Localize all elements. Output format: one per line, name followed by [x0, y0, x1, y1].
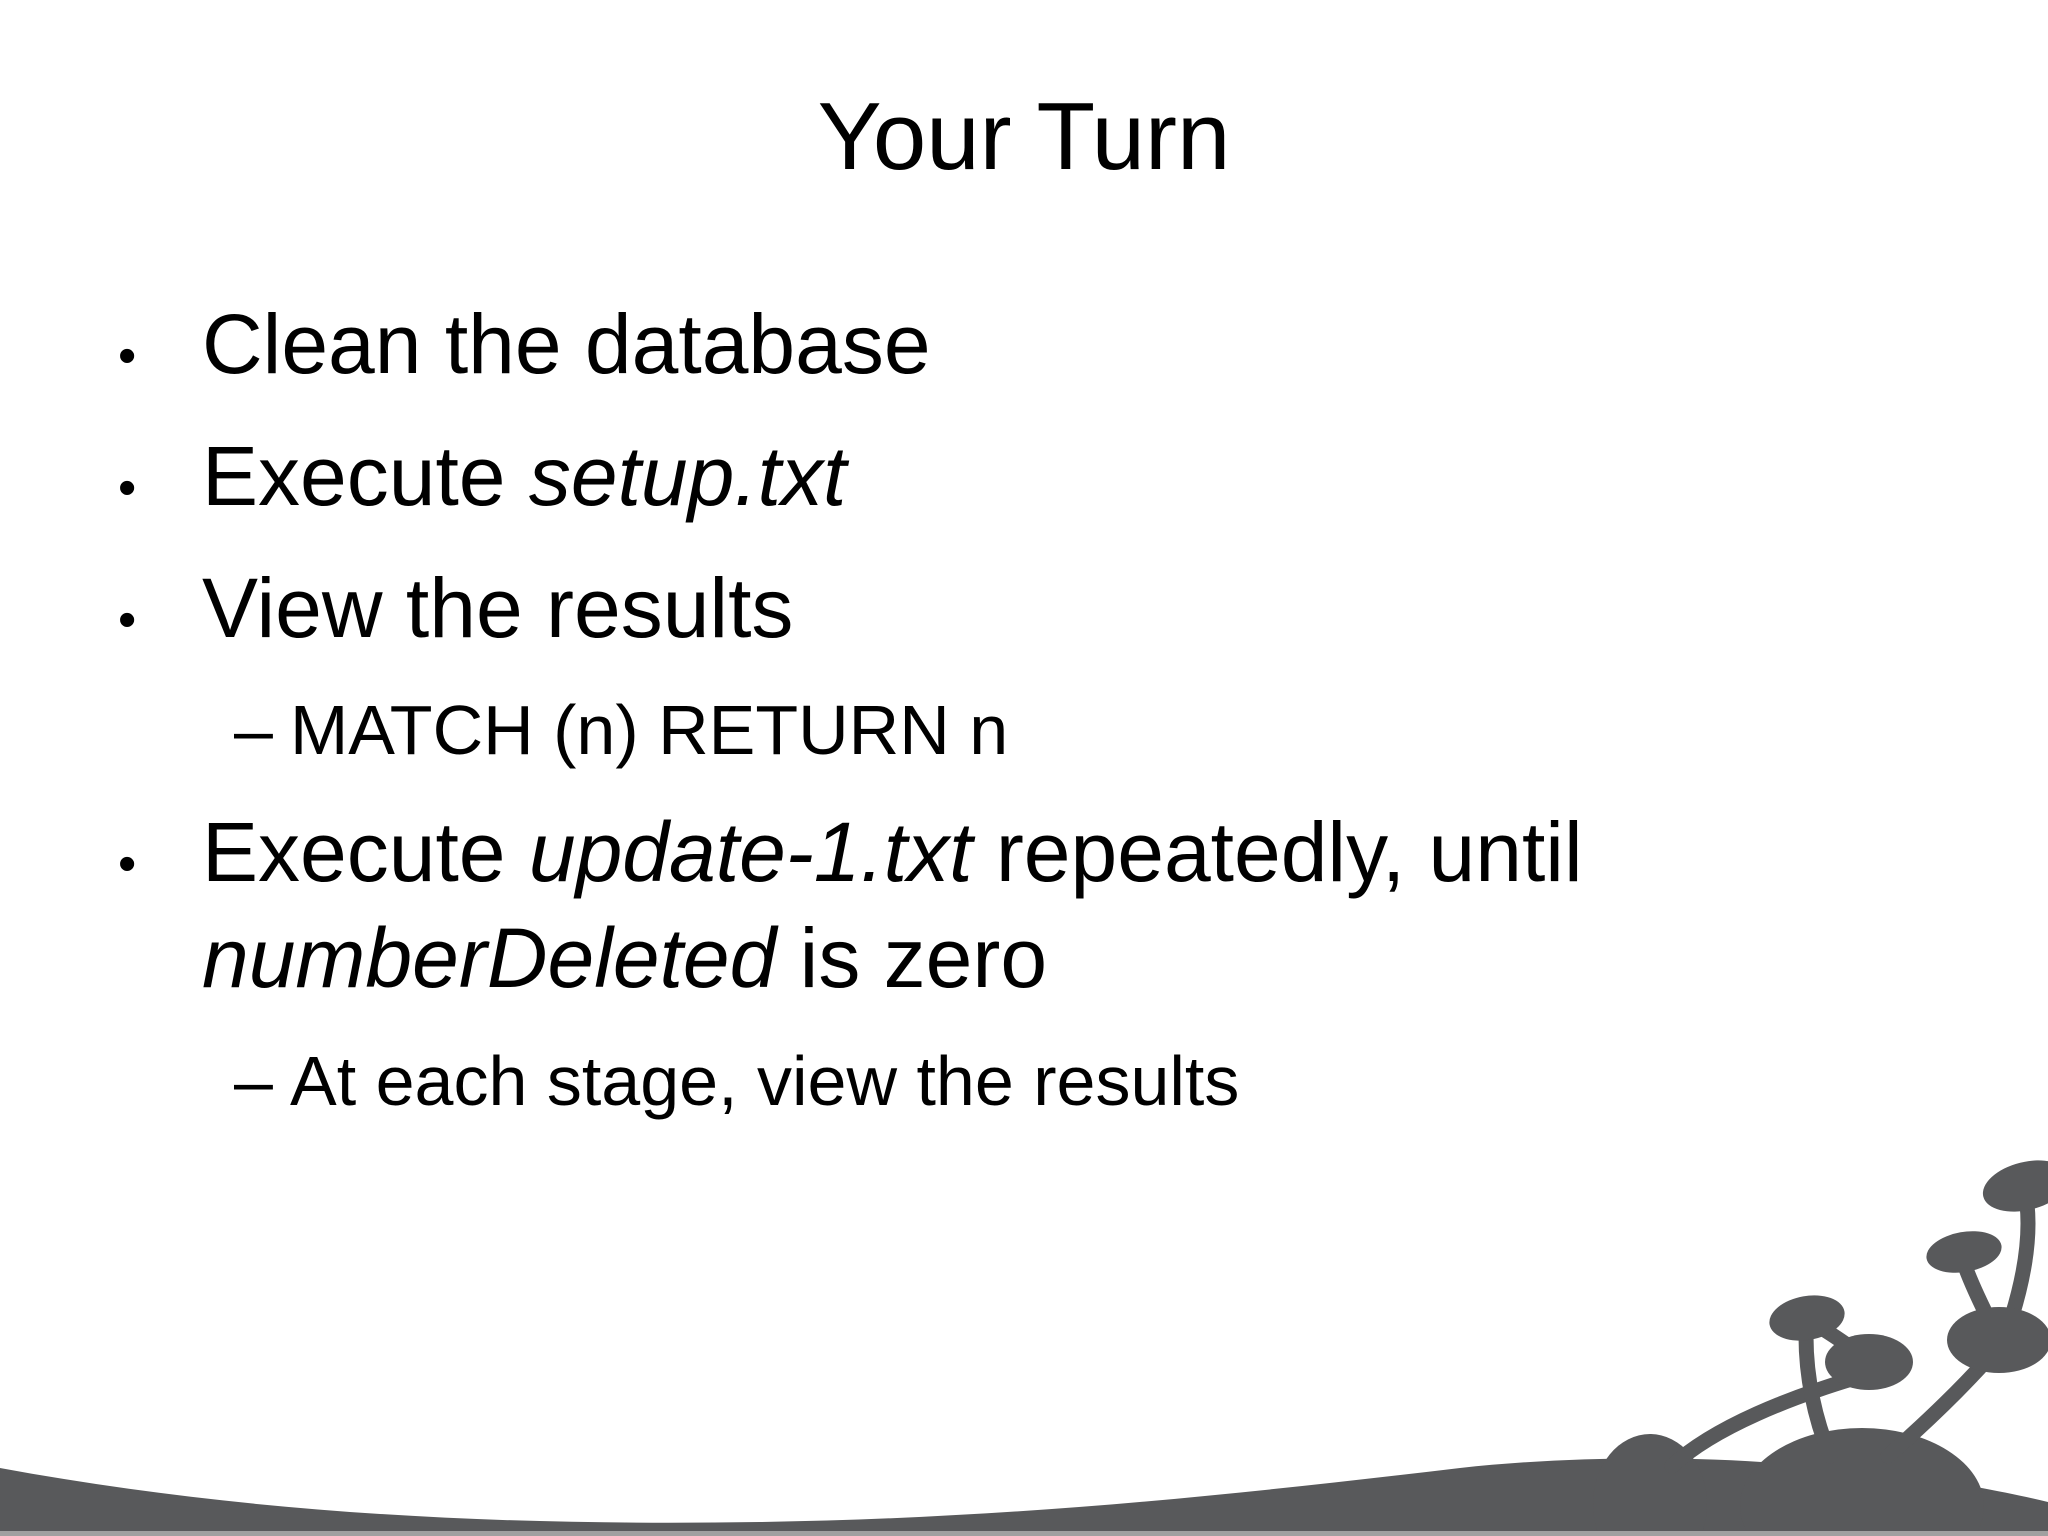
graph-mound: [1740, 1428, 1984, 1536]
italic-text-segment: update-1.txt: [528, 805, 973, 900]
graph-edge: [1664, 1370, 1863, 1474]
bullet-text: Execute setup.txt: [202, 424, 846, 530]
bullet-item: • Execute update-1.txt repeatedly, until n…: [118, 800, 1818, 1012]
bullet-text: Execute update-1.txt repeatedly, until nu…: [202, 800, 1583, 1012]
bullet-list: • Clean the database • Execute setup.txt • Vi…: [118, 292, 1818, 1151]
bullet-text: View the results: [202, 556, 793, 662]
italic-text-segment: numberDeleted: [202, 911, 777, 1006]
text-segment: MATCH (n) RETURN n: [290, 691, 1009, 770]
bullet-text: Clean the database: [202, 292, 931, 398]
text-segment: repeatedly, until: [972, 805, 1583, 900]
text-segment: Execute: [202, 805, 529, 900]
bullet-item: • Execute setup.txt: [118, 424, 1818, 530]
graph-edge: [2004, 1196, 2036, 1324]
footer-decoration: [0, 1160, 2048, 1536]
text-segment: is zero: [776, 911, 1048, 1006]
bullet-item: • Clean the database: [118, 292, 1818, 398]
text-segment: Execute: [202, 428, 529, 523]
graph-edge: [1798, 1328, 1838, 1464]
bullet-marker: •: [118, 590, 137, 649]
graph-node: [1825, 1334, 1913, 1390]
graph-network-decoration: [1593, 1160, 2048, 1536]
footer-bottom-strip: [0, 1531, 2048, 1536]
bullet-marker: •: [118, 327, 137, 385]
bullet-text: MATCH (n) RETURN n: [290, 687, 1008, 774]
bullet-marker: •: [118, 835, 137, 894]
text-segment: At each stage, view the results: [290, 1041, 1240, 1120]
footer-wave: [0, 1458, 2048, 1536]
dash-marker: –: [234, 691, 273, 770]
sub-bullet-item: –MATCH (n) RETURN n: [118, 687, 1818, 774]
graph-node: [1947, 1307, 2048, 1373]
bullet-marker: •: [118, 458, 137, 517]
graph-node: [1982, 1160, 2048, 1212]
slide-title: Your Turn: [817, 83, 1231, 190]
italic-text-segment: setup.txt: [528, 428, 847, 523]
text-segment: Clean the database: [202, 297, 931, 391]
text-segment: View the results: [202, 560, 794, 655]
bullet-item: • View the results: [118, 556, 1818, 662]
sub-bullet-item: –At each stage, view the results: [118, 1038, 1818, 1125]
graph-edge: [1880, 1354, 1993, 1464]
bullet-text: At each stage, view the results: [290, 1038, 1239, 1125]
graph-node: [1769, 1295, 1845, 1341]
dash-marker: –: [234, 1041, 273, 1120]
graph-node: [1926, 1231, 2002, 1273]
